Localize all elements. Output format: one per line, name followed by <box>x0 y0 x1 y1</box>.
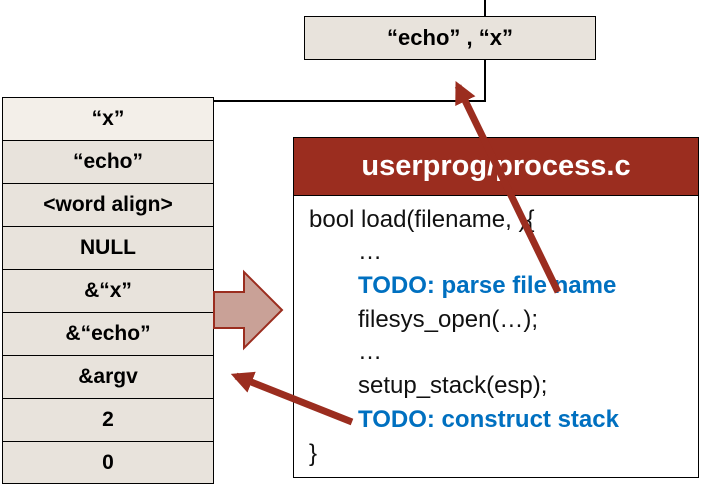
stack-cell-label: &argv <box>78 365 138 388</box>
args-box: “echo” , “x” <box>304 16 596 60</box>
connector-line-vertical-top <box>484 0 486 16</box>
connector-line-horizontal <box>214 100 486 102</box>
stack-cell-label: <word align> <box>43 193 173 216</box>
stack-cell-label: &“echo” <box>65 322 151 345</box>
stack-cell: NULL <box>2 226 214 269</box>
stack-cell: 0 <box>2 441 214 484</box>
code-line-function-signature: bool load(filename, ){ <box>309 206 535 233</box>
stack-cell-label: &“x” <box>84 279 132 302</box>
code-line-closing-brace: } <box>309 440 318 467</box>
stack-cell-label: “echo” <box>72 150 143 173</box>
stack-cell: <word align> <box>2 183 214 226</box>
stack-cell: &“echo” <box>2 312 214 355</box>
code-line-ellipsis: … <box>358 338 382 365</box>
stack-cell-label: NULL <box>80 236 136 259</box>
code-line-ellipsis: … <box>358 238 382 265</box>
stack-cell: 2 <box>2 398 214 441</box>
code-panel: userprog/process.c bool load(filename, )… <box>293 137 699 478</box>
code-line-filesys-open: filesys_open(…); <box>358 306 539 333</box>
stack-diagram: “x” “echo” <word align> NULL &“x” &“echo… <box>2 97 214 484</box>
stack-cell: “echo” <box>2 140 214 183</box>
stack-cell-label: 2 <box>102 408 114 431</box>
stack-cell-label: “x” <box>91 107 125 130</box>
args-box-label: “echo” , “x” <box>387 25 513 50</box>
stack-cell-label: 0 <box>102 450 114 474</box>
block-arrow-right-icon <box>213 269 284 351</box>
code-line-setup-stack: setup_stack(esp); <box>358 372 548 399</box>
stack-cell: &“x” <box>2 269 214 312</box>
code-line-todo-construct: TODO: construct stack <box>358 406 619 433</box>
code-line-todo-parse: TODO: parse file name <box>358 272 617 299</box>
code-panel-title: userprog/process.c <box>294 138 698 196</box>
stack-cell: “x” <box>2 97 214 140</box>
connector-line-vertical-right <box>484 60 486 102</box>
file-name: userprog/process.c <box>361 150 631 182</box>
stack-cell: &argv <box>2 355 214 398</box>
